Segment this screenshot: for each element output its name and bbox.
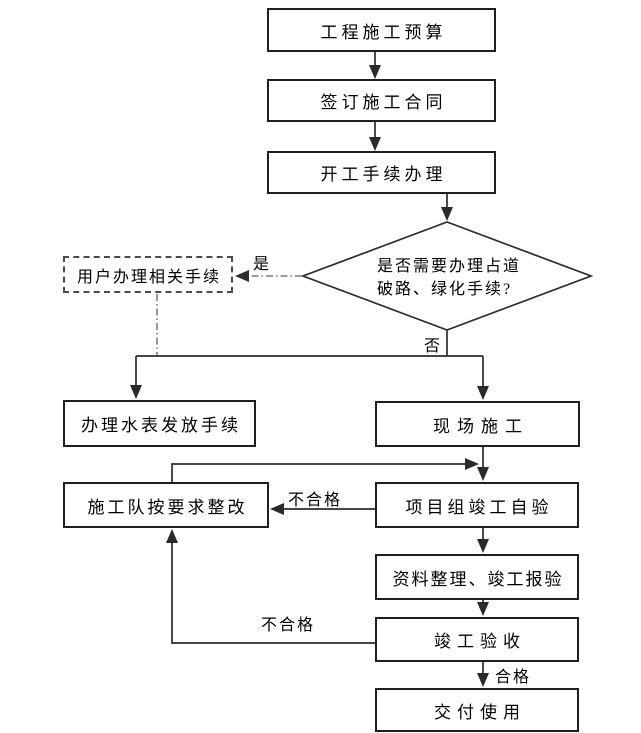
node-documentation-label: 资料整理、竣工报验 <box>392 569 564 589</box>
node-delivery-label: 交付使用 <box>434 702 526 722</box>
node-rectification: 施工队按要求整改 <box>63 482 269 528</box>
node-contract-label: 签订施工合同 <box>320 93 447 112</box>
node-user-procedures: 用户办理相关手续 <box>63 256 233 293</box>
node-site-construction-label: 现场施工 <box>433 416 529 436</box>
decision-line2: 破路、绿化手续? <box>377 281 513 298</box>
node-self-inspection-label: 项目组竣工自验 <box>405 497 553 517</box>
connector-acceptance-fail-loop <box>166 529 375 644</box>
node-self-inspection: 项目组竣工自验 <box>375 482 579 528</box>
edge-label-yes: 是 <box>253 256 272 273</box>
node-acceptance-label: 竣工验收 <box>434 632 526 651</box>
node-delivery: 交付使用 <box>375 688 579 732</box>
node-water-meter: 办理水表发放手续 <box>63 400 256 447</box>
edge-label-fail-acceptance: 不合格 <box>261 617 316 634</box>
node-water-meter-label: 办理水表发放手续 <box>81 416 241 435</box>
node-rectification-label: 施工队按要求整改 <box>87 497 248 517</box>
node-acceptance: 竣工验收 <box>375 617 579 662</box>
connector-rectify-return <box>171 458 479 482</box>
decision-diamond-text: 是否需要办理占道 破路、绿化手续? <box>377 255 537 301</box>
edge-label-no: 否 <box>424 338 443 355</box>
node-contract: 签订施工合同 <box>267 79 496 122</box>
edge-label-fail-self-inspection: 不合格 <box>288 492 343 509</box>
node-start-procedures-label: 开工手续办理 <box>320 165 447 184</box>
node-budget-label: 工程施工预算 <box>320 22 447 42</box>
edge-label-pass: 合格 <box>495 669 532 686</box>
node-site-construction: 现场施工 <box>375 401 580 447</box>
node-start-procedures: 开工手续办理 <box>267 151 496 194</box>
node-budget: 工程施工预算 <box>267 8 496 52</box>
node-documentation: 资料整理、竣工报验 <box>375 554 579 600</box>
node-user-procedures-label: 用户办理相关手续 <box>76 268 221 286</box>
decision-line1: 是否需要办理占道 <box>377 258 522 275</box>
